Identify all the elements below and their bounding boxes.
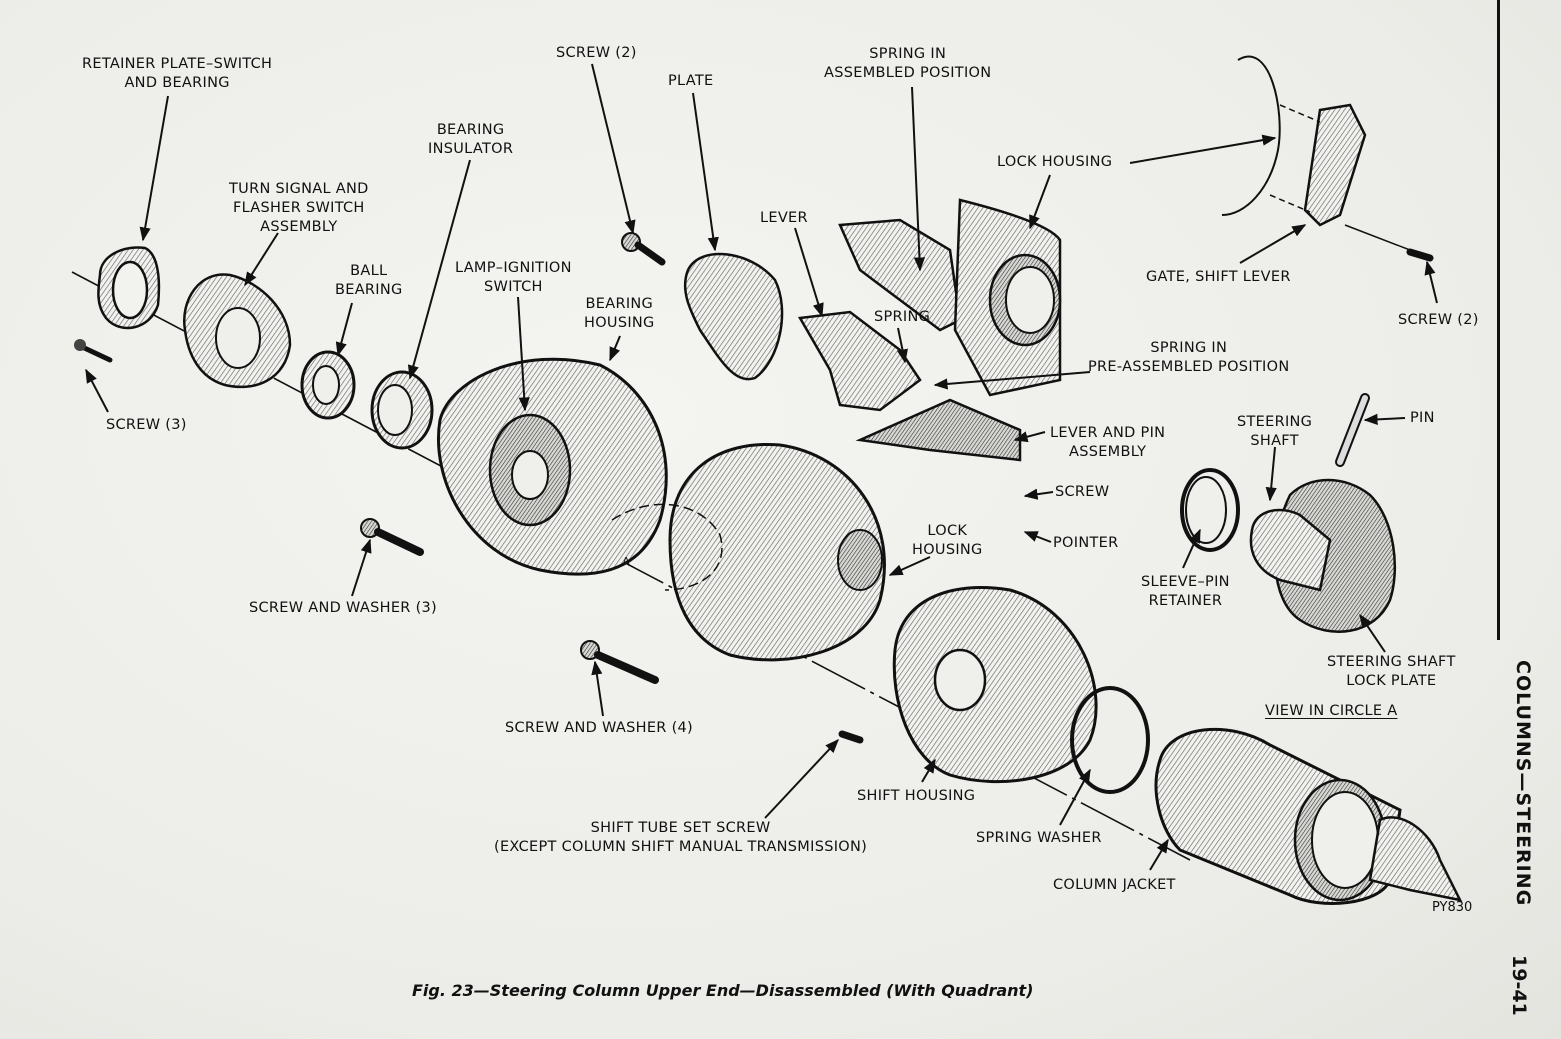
label-screw-2-top: SCREW (2) bbox=[556, 45, 637, 61]
screw-washer-4-part bbox=[580, 640, 659, 684]
bearing-housing-part bbox=[437, 357, 668, 576]
lock-housing-mid-part bbox=[668, 442, 886, 662]
shift-tube-set-screw-part bbox=[838, 730, 864, 744]
label-view-in-circle-a: VIEW IN CIRCLE A bbox=[1265, 703, 1398, 719]
gate-shift-lever-part bbox=[1221, 55, 1434, 262]
section-rule bbox=[1497, 0, 1500, 640]
label-lamp-ignition-switch: LAMP–IGNITION SWITCH bbox=[455, 260, 572, 295]
label-steering-shaft: STEERING SHAFT bbox=[1237, 414, 1313, 449]
label-lever: LEVER bbox=[760, 210, 808, 226]
label-shift-housing: SHIFT HOUSING bbox=[857, 788, 976, 804]
label-spring-washer: SPRING WASHER bbox=[976, 830, 1102, 846]
pin-part bbox=[1335, 393, 1370, 467]
label-bearing-insulator: BEARING INSULATOR bbox=[428, 122, 514, 157]
turn-signal-switch-part bbox=[182, 273, 292, 389]
label-ball-bearing: BALL BEARING bbox=[335, 263, 403, 298]
label-bearing-housing: BEARING HOUSING bbox=[584, 296, 655, 331]
label-pointer: POINTER bbox=[1053, 535, 1119, 551]
circle-a-outline bbox=[611, 503, 723, 591]
label-sleeve-pin-retainer: SLEEVE–PIN RETAINER bbox=[1141, 574, 1230, 609]
label-plate: PLATE bbox=[668, 73, 714, 89]
shift-housing-part bbox=[892, 586, 1098, 784]
ball-bearing-part bbox=[300, 350, 356, 420]
retainer-plate-part bbox=[97, 246, 161, 330]
label-column-jacket: COLUMN JACKET bbox=[1053, 877, 1176, 893]
label-screw: SCREW bbox=[1055, 484, 1110, 500]
label-gate-shift-lever: GATE, SHIFT LEVER bbox=[1146, 269, 1291, 285]
label-steering-shaft-lock-plate: STEERING SHAFT LOCK PLATE bbox=[1327, 654, 1456, 689]
page-number: 19-41 bbox=[1508, 955, 1530, 1016]
label-pin: PIN bbox=[1410, 410, 1435, 426]
spring-washer-part bbox=[1070, 686, 1150, 794]
label-turn-signal: TURN SIGNAL AND FLASHER SWITCH ASSEMBLY bbox=[229, 181, 369, 235]
figure-id: PY830 bbox=[1432, 900, 1473, 915]
label-shift-tube-set-screw: SHIFT TUBE SET SCREW (EXCEPT COLUMN SHIF… bbox=[494, 820, 868, 855]
screw-3-part bbox=[74, 339, 113, 363]
label-screw-washer-4: SCREW AND WASHER (4) bbox=[505, 720, 694, 736]
plate-part bbox=[683, 252, 784, 381]
screw-2-top-part bbox=[621, 232, 666, 266]
screw-washer-3-part bbox=[360, 518, 424, 556]
label-screw-washer-3: SCREW AND WASHER (3) bbox=[249, 600, 438, 616]
label-spring: SPRING bbox=[874, 309, 931, 325]
section-title: COLUMNS—STEERING bbox=[1512, 660, 1534, 907]
label-screw-3: SCREW (3) bbox=[106, 417, 187, 433]
label-lock-housing-mid: LOCK HOUSING bbox=[912, 523, 983, 558]
label-lock-housing-top: LOCK HOUSING bbox=[997, 154, 1113, 170]
figure-caption: Fig. 23—Steering Column Upper End—Disass… bbox=[412, 981, 1034, 1000]
leader-lines bbox=[85, 63, 1438, 871]
lever-part bbox=[797, 310, 1022, 462]
lock-housing-top-part bbox=[838, 198, 1062, 397]
label-screw-2-right: SCREW (2) bbox=[1398, 312, 1479, 328]
bearing-insulator-part bbox=[370, 370, 434, 450]
label-circle-a-marker: A bbox=[622, 555, 631, 569]
label-spring-preassembled: SPRING IN PRE-ASSEMBLED POSITION bbox=[1088, 340, 1290, 375]
label-lever-pin-assembly: LEVER AND PIN ASSEMBLY bbox=[1050, 425, 1166, 460]
label-retainer-plate: RETAINER PLATE–SWITCH AND BEARING bbox=[82, 56, 273, 91]
column-jacket-part bbox=[1154, 727, 1463, 905]
steering-shaft-lock-plate-part bbox=[1249, 478, 1396, 633]
sleeve-pin-retainer-part bbox=[1180, 468, 1240, 552]
label-spring-assembled: SPRING IN ASSEMBLED POSITION bbox=[824, 46, 992, 81]
